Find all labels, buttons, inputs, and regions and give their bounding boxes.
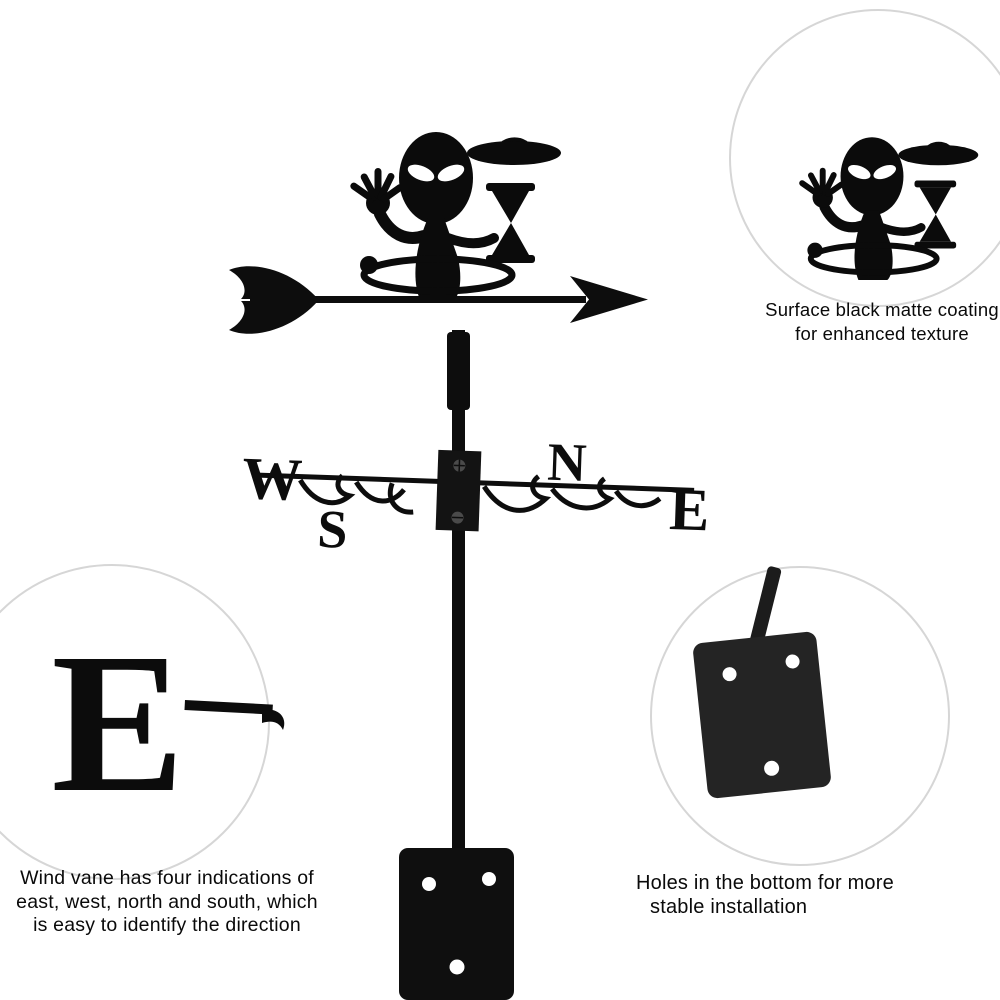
compass-letter-south: S — [316, 499, 348, 560]
caption-coating-line1: Surface black matte coating — [765, 299, 999, 320]
east-arm-bar — [184, 699, 273, 715]
caption-directions: Wind vane has four indications of east, … — [2, 867, 332, 938]
caption-holes-line2: stable installation — [650, 895, 808, 918]
arrow-shaft — [250, 296, 586, 303]
compass-letter-east: E — [668, 476, 710, 543]
arrow-tail-lower — [229, 301, 318, 334]
caption-coating-line2: for enhanced texture — [795, 323, 969, 344]
east-letter-detail: E — [51, 613, 285, 834]
caption-holes-line1: Holes in the bottom for more — [636, 872, 894, 894]
plate-hole-right — [785, 654, 800, 669]
plate-hole-bottom — [764, 760, 780, 776]
rod-upper-sleeve — [447, 332, 470, 410]
scrollwork-right — [482, 474, 662, 513]
base-plate — [399, 848, 514, 1000]
plate-hole-left — [722, 667, 737, 682]
caption-directions-line1: Wind vane has four indications of — [20, 867, 314, 889]
compass-rose: W E N S — [241, 432, 710, 560]
base-hole-bottom — [449, 959, 465, 975]
mount-plate-detail — [693, 631, 831, 799]
mount-rod-detail — [747, 566, 782, 654]
callout-coating — [729, 9, 1000, 307]
caption-coating: Surface black matte coating for enhanced… — [734, 298, 1000, 346]
caption-holes: Holes in the bottom for more stable inst… — [636, 872, 976, 919]
arrow-tail-upper — [229, 266, 318, 299]
compass-letter-north: N — [546, 432, 587, 493]
base-hole-left — [422, 877, 436, 891]
compass-hub — [435, 449, 482, 532]
base-hole-right — [482, 872, 496, 886]
compass-letter-west: W — [241, 445, 303, 513]
callout-directions: E — [0, 564, 285, 880]
callout-circle-directions — [0, 564, 270, 880]
east-arm-scroll — [262, 709, 285, 730]
mount-plate-body — [693, 631, 831, 799]
weathervane: W E N S — [229, 132, 711, 1000]
scrollwork-left — [298, 473, 414, 515]
arrow-head — [570, 276, 648, 323]
base-plate-body — [399, 848, 514, 1000]
hub-screw-slots — [452, 459, 465, 519]
weathervane-arrow — [229, 266, 648, 334]
callout-holes — [650, 566, 950, 866]
caption-directions-line2: east, west, north and south, which — [16, 890, 318, 913]
alien-ornament — [349, 132, 561, 300]
caption-directions-line3: is easy to identify the direction — [33, 914, 301, 936]
east-letter-zoom: E — [51, 613, 184, 834]
